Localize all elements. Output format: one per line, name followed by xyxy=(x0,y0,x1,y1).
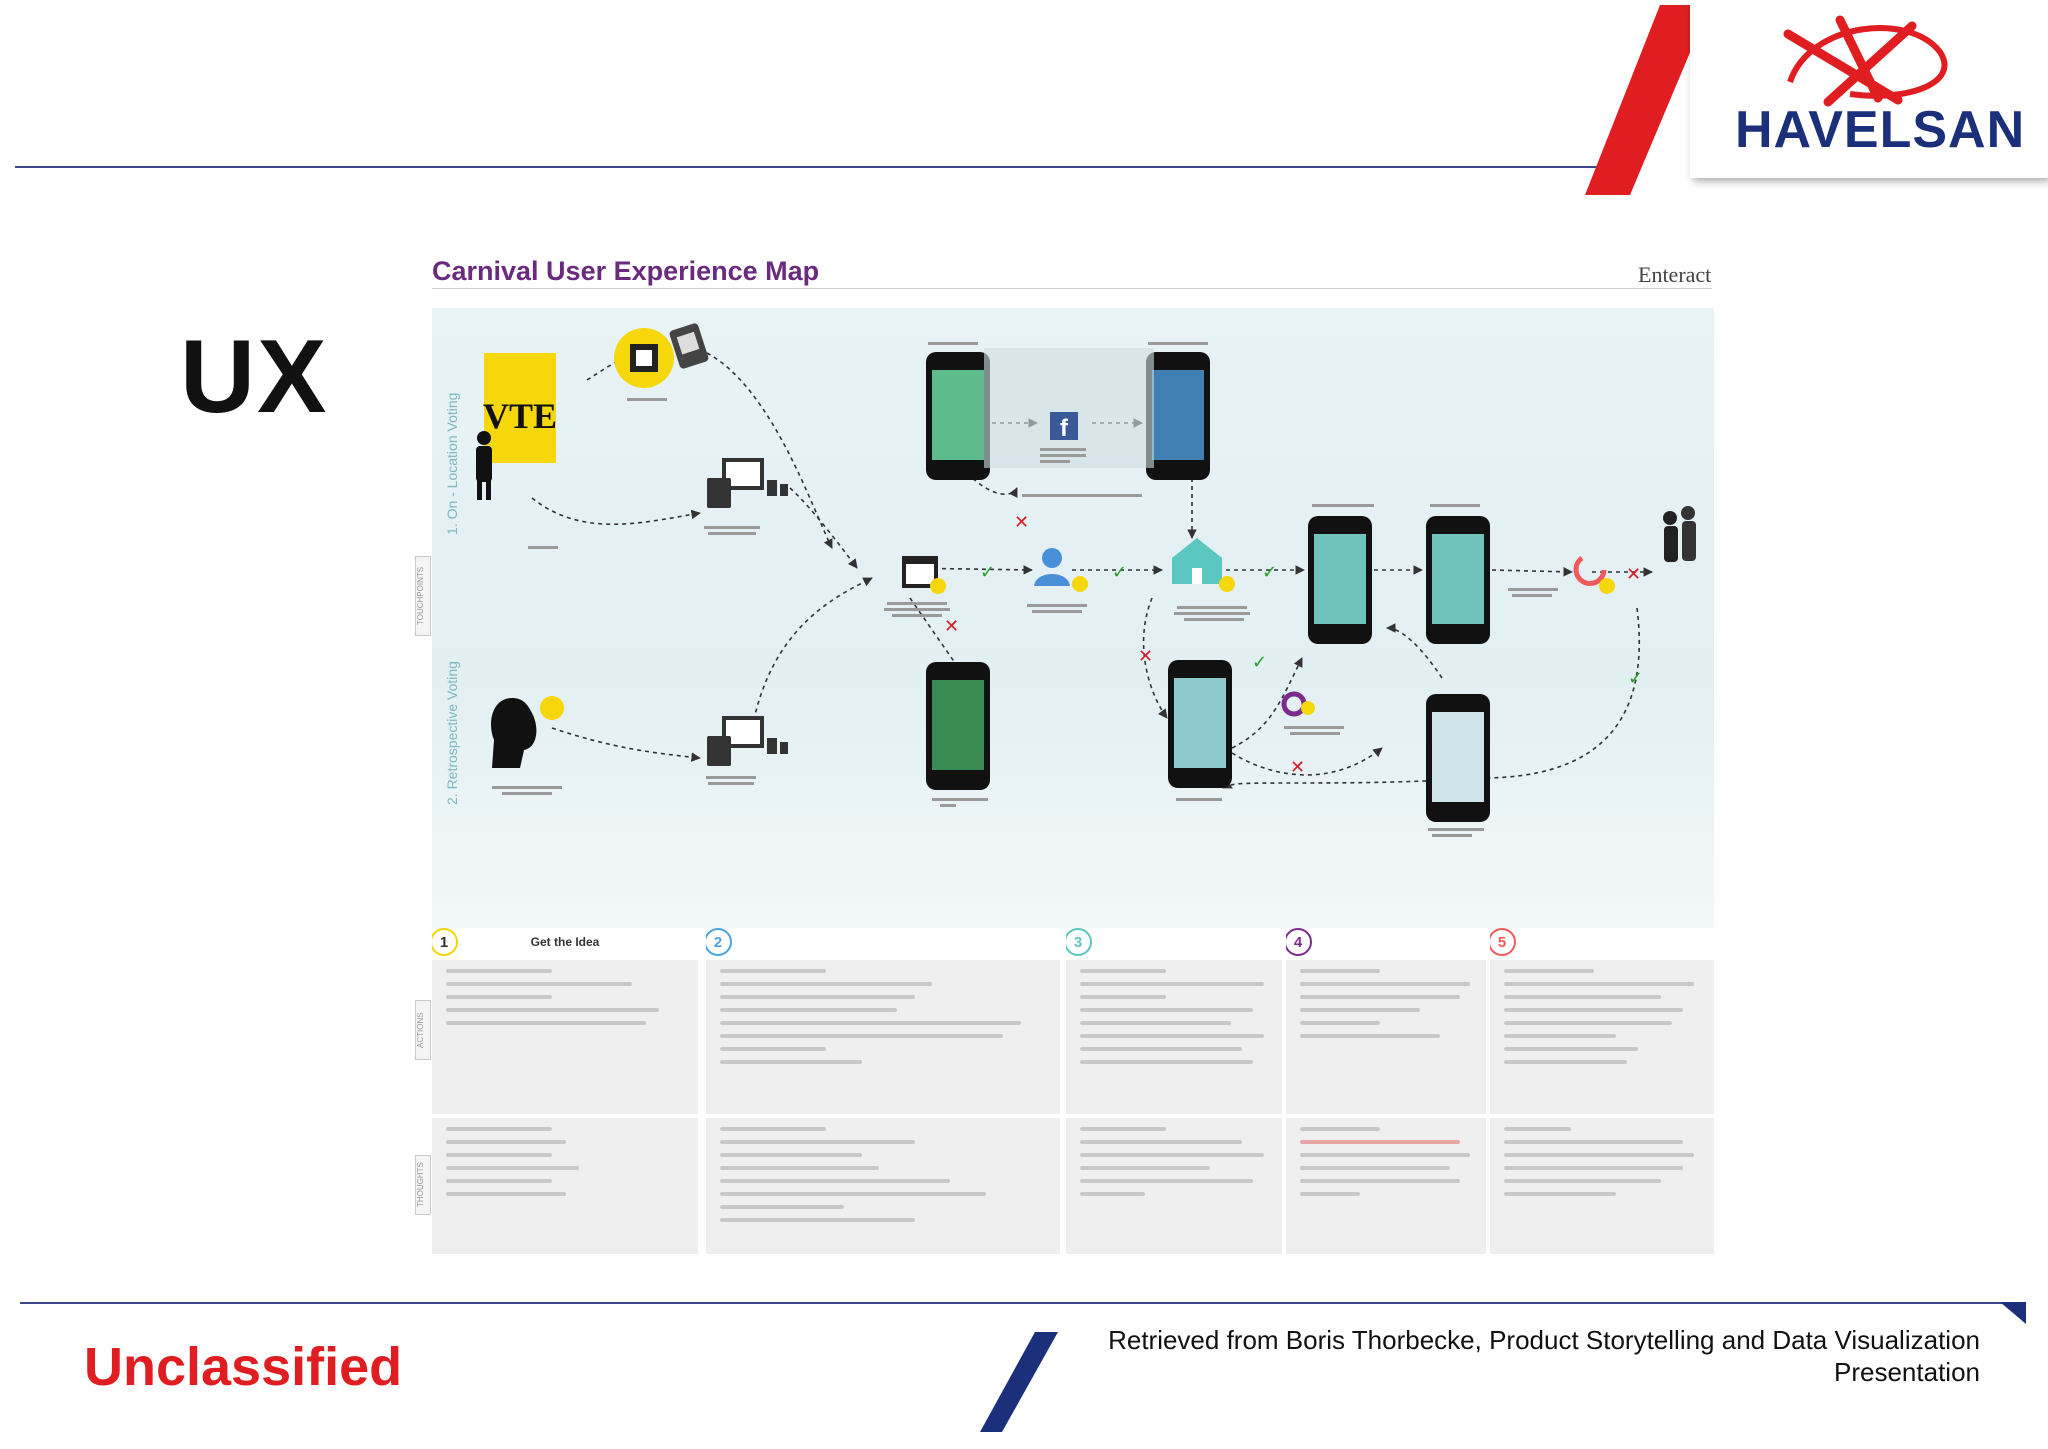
header-rule xyxy=(15,166,1625,168)
person-silhouette-icon xyxy=(476,431,492,500)
phase-label: Possible Next Steps xyxy=(1544,935,1660,949)
thoughts-cell-2 xyxy=(706,1118,1060,1254)
check-icon: ✓ xyxy=(1628,668,1643,689)
phase-label: Find Booth xyxy=(1142,935,1206,949)
check-icon: ✓ xyxy=(1112,562,1127,583)
phase-header-rate-booth: 4 Rate Booth xyxy=(1286,928,1486,956)
thoughts-cell-4 xyxy=(1286,1118,1486,1254)
red-diagonal-accent xyxy=(1585,5,1710,195)
phase-header-access-website: 2 Access Website xyxy=(706,928,1060,956)
experience-map-diagram: VTE xyxy=(476,323,1696,837)
phase-label: Rate Booth xyxy=(1354,935,1418,949)
lane-label-retrospective: 2. Retrospective Voting xyxy=(444,661,460,805)
phase-number: 2 xyxy=(704,928,732,956)
search-icon xyxy=(1281,691,1307,717)
vote-poster-icon: VTE xyxy=(483,353,557,463)
phase-number: 4 xyxy=(1284,928,1312,956)
side-tag-actions: ACTIONS xyxy=(415,1000,431,1060)
havelsan-star-emblem-icon xyxy=(1783,15,1948,107)
qr-code-icon xyxy=(614,323,709,388)
phase-header-possible-next-steps: 5 Possible Next Steps xyxy=(1490,928,1714,956)
side-tag-thoughts: THOUGHTS xyxy=(415,1155,431,1215)
question-badges xyxy=(930,576,1615,715)
attribution-line-2: Presentation xyxy=(1834,1357,1980,1387)
actions-cell-3 xyxy=(1066,960,1282,1114)
facebook-icon: f xyxy=(1050,412,1078,442)
home-icon xyxy=(1172,538,1222,584)
map-title: Carnival User Experience Map xyxy=(432,256,820,286)
phase-label: Access Website xyxy=(837,935,929,949)
slide-title: UX xyxy=(180,319,329,435)
phone-search xyxy=(1168,660,1232,788)
svg-text:f: f xyxy=(1060,415,1069,442)
actions-cell-4 xyxy=(1286,960,1486,1114)
cross-icon: ✕ xyxy=(944,616,959,637)
phase-header-get-the-idea: 1 Get the Idea xyxy=(432,928,698,956)
cross-icon: ✕ xyxy=(1138,646,1153,667)
classification-label: Unclassified xyxy=(84,1337,403,1397)
logo-wordmark: HAVELSAN xyxy=(1735,101,2026,159)
map-title-rule xyxy=(432,288,1712,289)
thoughts-cell-3 xyxy=(1066,1118,1282,1254)
phase-number: 3 xyxy=(1064,928,1092,956)
phone-facebook-login xyxy=(1146,352,1210,480)
phone-keyboard xyxy=(1426,694,1490,822)
side-tag-touchpoints: TOUCHPOINTS xyxy=(415,556,431,636)
lane-label-on-location: 1. On - Location Voting xyxy=(444,392,460,535)
map-brand: Enteract xyxy=(1638,262,1712,287)
phase-number: 5 xyxy=(1488,928,1516,956)
phone-voting-page xyxy=(926,352,990,480)
phase-header-find-booth: 3 Find Booth xyxy=(1066,928,1282,956)
phone-closed-page xyxy=(926,662,990,790)
user-icon xyxy=(1034,548,1070,586)
phone-booth-list-2 xyxy=(1426,516,1490,644)
cross-icon: ✕ xyxy=(1290,757,1305,778)
devices-icon xyxy=(707,458,788,508)
actions-cell-2 xyxy=(706,960,1060,1114)
check-icon: ✓ xyxy=(1262,562,1277,583)
attribution-line-1: Retrieved from Boris Thorbecke, Product … xyxy=(1108,1325,1980,1355)
caption-placeholders xyxy=(492,342,1558,837)
cross-icon: ✕ xyxy=(1626,564,1641,585)
phase-label: Get the Idea xyxy=(530,935,600,949)
blue-diagonal-accent xyxy=(980,1332,1058,1432)
actions-cell-5 xyxy=(1490,960,1714,1114)
svg-text:VTE: VTE xyxy=(483,396,557,436)
phase-number: 1 xyxy=(430,928,458,956)
source-attribution: Retrieved from Boris Thorbecke, Product … xyxy=(1090,1324,1980,1388)
devices-icon-retro xyxy=(707,716,788,766)
refresh-icon xyxy=(1573,555,1607,586)
walking-people-icon xyxy=(1663,506,1696,562)
footer-corner-accent xyxy=(2000,1302,2026,1324)
footer-rule xyxy=(20,1302,2010,1304)
idea-head-icon xyxy=(491,696,564,768)
thoughts-cell-1 xyxy=(432,1118,698,1254)
havelsan-logo: HAVELSAN xyxy=(1690,0,2048,178)
check-icon: ✓ xyxy=(980,562,995,583)
thoughts-cell-5 xyxy=(1490,1118,1714,1254)
check-icon: ✓ xyxy=(1252,652,1267,673)
actions-cell-1 xyxy=(432,960,698,1114)
phone-booth-list-1 xyxy=(1308,516,1372,644)
cross-icon: ✕ xyxy=(1014,512,1029,533)
